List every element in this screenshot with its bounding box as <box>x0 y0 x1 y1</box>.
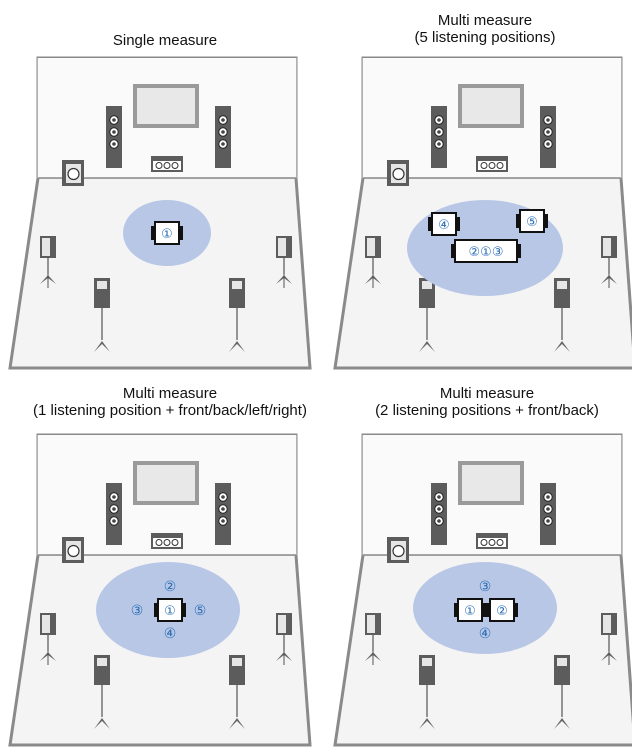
front-speaker-icon <box>431 106 447 168</box>
title-line1: Single measure <box>112 32 218 49</box>
surround-speaker-icon <box>94 278 110 352</box>
tv-icon <box>133 84 199 128</box>
title-line1: Multi measure <box>122 385 218 402</box>
surround-speaker-icon <box>554 278 570 352</box>
microphone-icon: ① <box>454 598 486 622</box>
center-speaker-icon <box>476 156 508 172</box>
microphone-icon: ④ <box>428 212 460 236</box>
surround-speaker-icon <box>40 236 56 288</box>
position-number: ③ <box>131 603 144 619</box>
position-number: ⑤ <box>194 603 207 619</box>
position-number: ② <box>164 579 177 595</box>
center-speaker-icon <box>476 533 508 549</box>
front-speaker-icon <box>106 483 122 545</box>
microphone-icon: ⑤ <box>516 209 548 233</box>
position-number: ④ <box>479 626 492 642</box>
microphone-icon: ① <box>151 221 183 245</box>
surround-speaker-icon <box>94 655 110 729</box>
mic-number: ⑤ <box>526 215 538 230</box>
microphone-icon: ① <box>154 598 186 622</box>
mic-number: ④ <box>438 218 450 233</box>
position-number: ③ <box>479 579 492 595</box>
surround-speaker-icon <box>229 278 245 352</box>
center-speaker-icon <box>151 156 183 172</box>
surround-speaker-icon <box>554 655 570 729</box>
room-panel: ① <box>8 56 312 370</box>
front-speaker-icon <box>540 483 556 545</box>
mic-number: ① <box>464 604 476 619</box>
subwoofer-icon <box>387 160 409 186</box>
mic-number: ① <box>161 227 173 242</box>
surround-speaker-icon <box>601 236 617 288</box>
title-line1: Multi measure <box>439 385 535 402</box>
front-speaker-icon <box>540 106 556 168</box>
panel-title-multi-cross: Multi measure (1 listening position + fr… <box>0 385 340 419</box>
front-speaker-icon <box>215 483 231 545</box>
title-line2: (2 listening positions + front/back) <box>375 402 599 419</box>
title-line2: (1 listening position + front/back/left/… <box>33 402 307 419</box>
front-speaker-icon <box>106 106 122 168</box>
surround-speaker-icon <box>365 236 381 288</box>
mic-number: ②①③ <box>469 245 504 260</box>
surround-speaker-icon <box>276 236 292 288</box>
tv-icon <box>458 461 524 505</box>
title-line1: Multi measure <box>437 12 533 29</box>
subwoofer-icon <box>387 537 409 563</box>
microphone-icon: ②①③ <box>451 239 521 263</box>
panel-title-multi-5: Multi measure (5 listening positions) <box>340 12 630 46</box>
surround-speaker-icon <box>419 655 435 729</box>
title-line2: (5 listening positions) <box>414 29 556 46</box>
surround-speaker-icon <box>276 613 292 665</box>
position-number: ④ <box>164 626 177 642</box>
subwoofer-icon <box>62 537 84 563</box>
surround-speaker-icon <box>419 278 435 352</box>
subwoofer-icon <box>62 160 84 186</box>
tv-icon <box>133 461 199 505</box>
panel-title-single: Single measure <box>60 32 270 49</box>
surround-speaker-icon <box>601 613 617 665</box>
room-panel: ② ③ ① ⑤ ④ <box>8 433 312 747</box>
tv-icon <box>458 84 524 128</box>
surround-speaker-icon <box>229 655 245 729</box>
room-panel: ③① ②④ <box>333 433 632 747</box>
center-speaker-icon <box>151 533 183 549</box>
front-speaker-icon <box>215 106 231 168</box>
room-panel: ④ ⑤ ②①③ <box>333 56 632 370</box>
surround-speaker-icon <box>40 613 56 665</box>
panel-title-multi-two: Multi measure (2 listening positions + f… <box>342 385 632 419</box>
mic-number: ② <box>496 604 508 619</box>
mic-number: ① <box>164 604 176 619</box>
microphone-icon: ② <box>486 598 518 622</box>
front-speaker-icon <box>431 483 447 545</box>
surround-speaker-icon <box>365 613 381 665</box>
